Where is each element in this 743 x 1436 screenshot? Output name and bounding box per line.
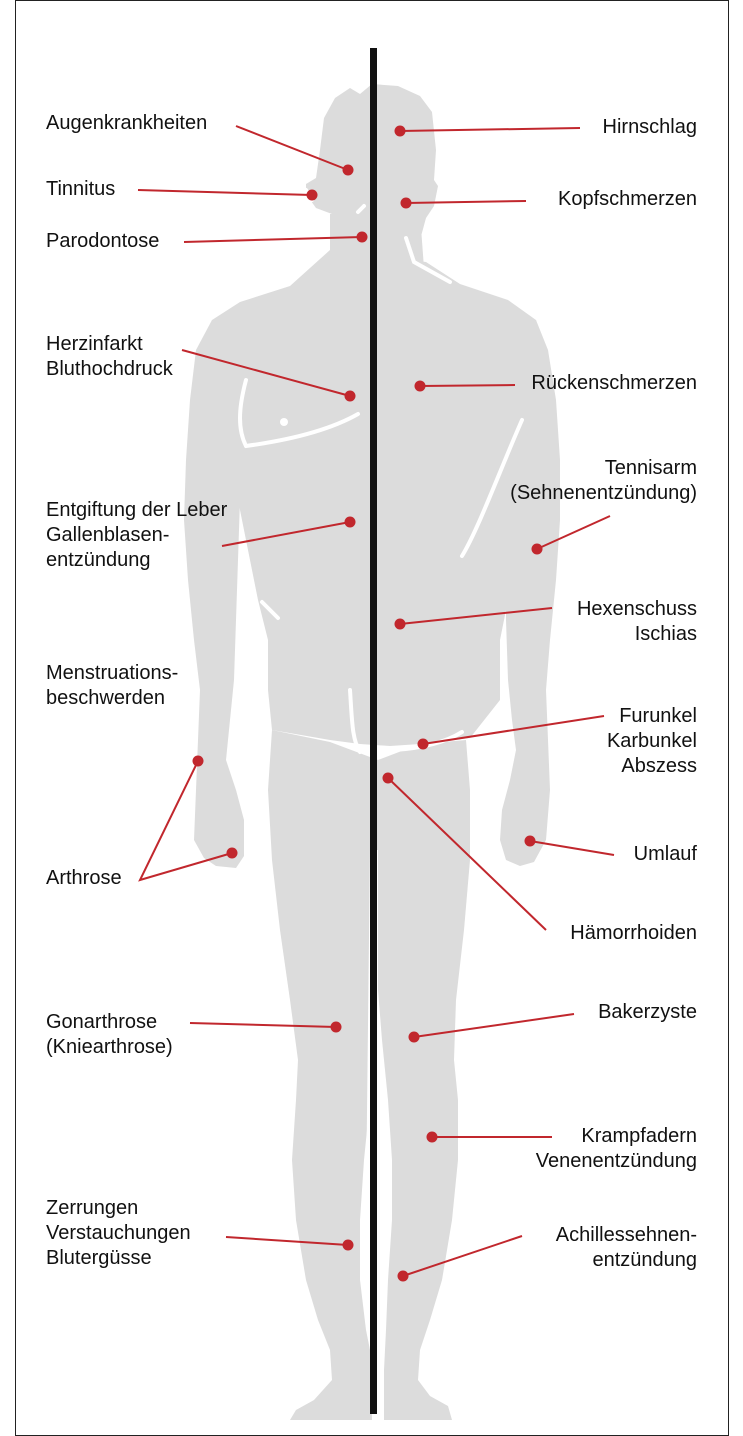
label-rueckenschmerzen: Rückenschmerzen	[531, 371, 697, 396]
left-leg-shape	[268, 730, 378, 1420]
dot-augen	[343, 165, 354, 176]
label-achilles: Achillessehnen- entzündung	[556, 1223, 697, 1273]
label-menstruation: Menstruations- beschwerden	[46, 661, 178, 711]
label-hirnschlag: Hirnschlag	[603, 115, 697, 140]
label-furunkel: Furunkel Karbunkel Abszess	[607, 704, 697, 779]
dot-baker	[409, 1032, 420, 1043]
label-kopfschmerzen: Kopfschmerzen	[558, 187, 697, 212]
label-haemorrhoiden: Hämorrhoiden	[570, 921, 697, 946]
dot-parodontose	[357, 232, 368, 243]
dot-kopf	[401, 198, 412, 209]
dot-hirnschlag	[395, 126, 406, 137]
line-umlauf	[530, 841, 614, 855]
dot-umlauf	[525, 836, 536, 847]
dot-leber	[345, 517, 356, 528]
label-umlauf: Umlauf	[634, 842, 697, 867]
label-parodontose: Parodontose	[46, 229, 159, 254]
label-leber: Entgiftung der Leber Gallenblasen- entzü…	[46, 498, 227, 573]
dot-tinnitus	[307, 190, 318, 201]
label-arthrose: Arthrose	[46, 866, 122, 891]
dot-gonarthrose	[331, 1022, 342, 1033]
label-tennisarm: Tennisarm (Sehnenentzündung)	[510, 456, 697, 506]
dot-hexen	[395, 619, 406, 630]
label-bakerzyste: Bakerzyste	[598, 1000, 697, 1025]
dot-tennis	[532, 544, 543, 555]
label-augenkrankheiten: Augenkrankheiten	[46, 111, 207, 136]
label-krampfadern: Krampfadern Venenentzündung	[536, 1124, 697, 1174]
nipple	[280, 418, 288, 426]
center-divider	[370, 48, 377, 1414]
label-zerrungen: Zerrungen Verstauchungen Blutergüsse	[46, 1196, 191, 1271]
dot-achilles	[398, 1271, 409, 1282]
dot-furunkel	[418, 739, 429, 750]
label-tinnitus: Tinnitus	[46, 177, 115, 202]
dot-zerrungen	[343, 1240, 354, 1251]
dot-herz	[345, 391, 356, 402]
label-hexenschuss: Hexenschuss Ischias	[577, 597, 697, 647]
dot-ruecken	[415, 381, 426, 392]
right-leg-shape	[378, 740, 470, 1420]
line-ruecken	[420, 385, 515, 386]
dot-krampf	[427, 1132, 438, 1143]
dot-arthrose-1	[193, 756, 204, 767]
label-herzinfarkt: Herzinfarkt Bluthochdruck	[46, 332, 173, 382]
dot-arthrose-2	[227, 848, 238, 859]
label-gonarthrose: Gonarthrose (Kniearthrose)	[46, 1010, 173, 1060]
dot-haemorrhoiden	[383, 773, 394, 784]
line-tinnitus	[138, 190, 312, 195]
